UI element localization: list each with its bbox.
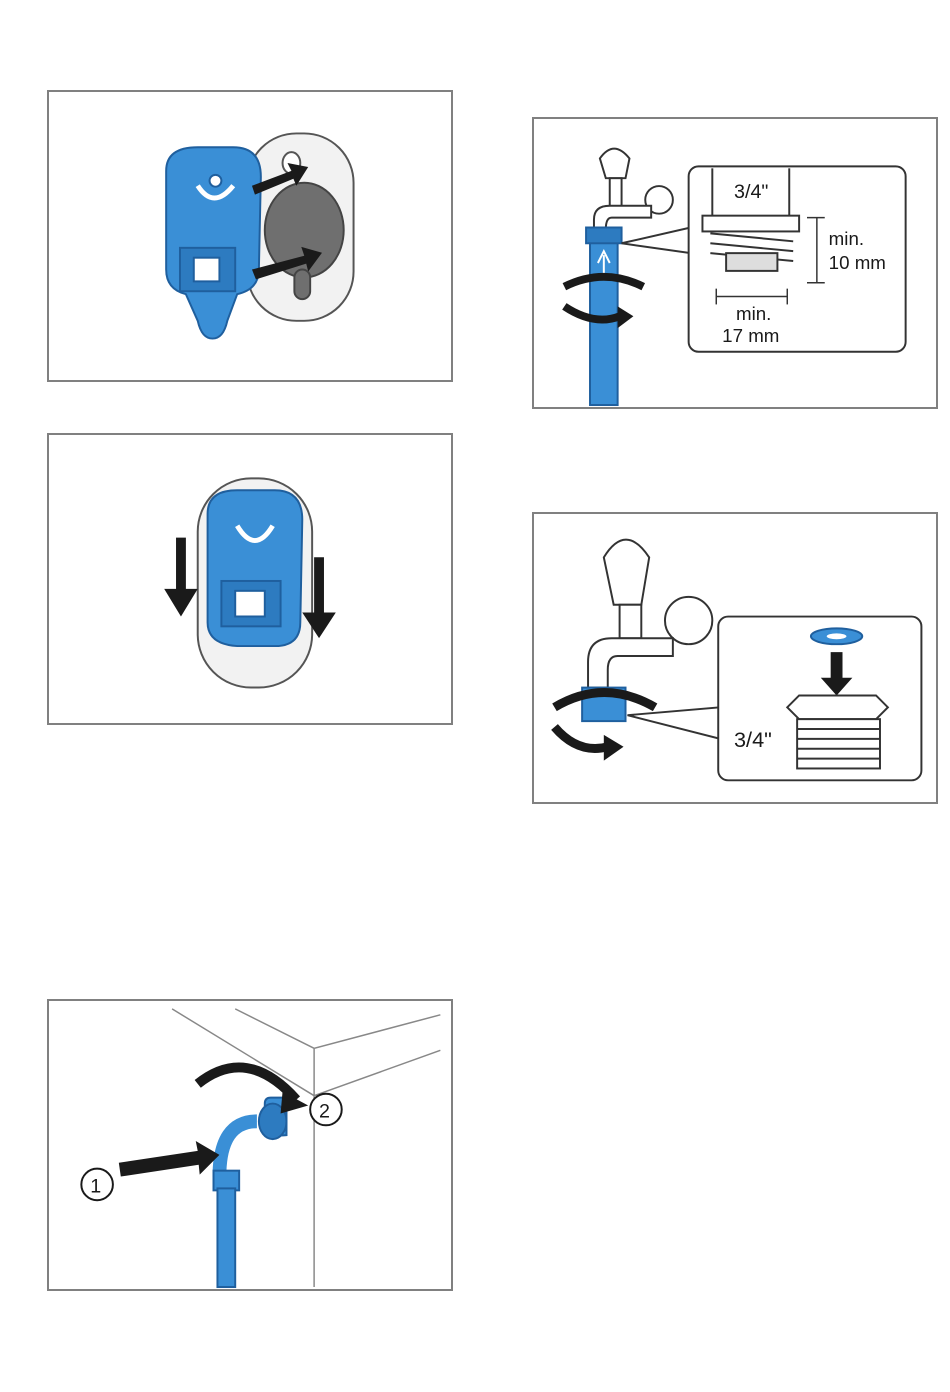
min-width-label-1: min. bbox=[736, 303, 771, 324]
push-down-drawing bbox=[49, 435, 451, 723]
fitting-thread bbox=[797, 719, 880, 768]
tap-spout bbox=[588, 638, 673, 687]
rotate-arrow-head bbox=[604, 735, 624, 761]
pipe-end bbox=[726, 253, 777, 271]
washer-hole bbox=[827, 633, 847, 639]
tap-handle bbox=[600, 149, 630, 179]
cap-square-hole bbox=[235, 591, 265, 617]
wall-flange bbox=[665, 597, 712, 644]
holder-slot bbox=[294, 270, 310, 300]
min-width-label-2: 17 mm bbox=[722, 325, 779, 346]
tap-dimensions-drawing: 3/4" min. 10 mm min. 17 mm bbox=[534, 119, 936, 407]
insert-cap-drawing bbox=[49, 92, 451, 380]
min-height-label-1: min. bbox=[829, 228, 864, 249]
thread-size-label: 3/4" bbox=[734, 727, 772, 752]
rotate-arrow bbox=[198, 1067, 297, 1099]
illustration-tap-dimensions: 3/4" min. 10 mm min. 17 mm bbox=[532, 117, 938, 409]
cap-ring bbox=[210, 175, 222, 187]
arrow-left-down bbox=[164, 538, 198, 617]
hose-elbow bbox=[219, 1121, 256, 1176]
rotate-arrow-head bbox=[618, 306, 634, 328]
cap-square-hole bbox=[194, 258, 220, 282]
connect-hose-drawing: 1 2 bbox=[49, 1001, 451, 1289]
illustration-connect-hose: 1 2 bbox=[47, 999, 453, 1291]
step-2-label: 2 bbox=[319, 1100, 330, 1122]
tap-stem bbox=[620, 605, 642, 639]
hose-nut bbox=[586, 227, 622, 243]
illustration-insert-cap bbox=[47, 90, 453, 382]
pipe-nut bbox=[702, 216, 799, 232]
machine-outline bbox=[172, 1009, 440, 1287]
illustration-tap-washer: 3/4" bbox=[532, 512, 938, 804]
step-1-label: 1 bbox=[90, 1175, 101, 1197]
illustration-push-down bbox=[47, 433, 453, 725]
rotate-arrow-bottom bbox=[555, 727, 608, 748]
tap-handle bbox=[604, 540, 649, 605]
push-arrow bbox=[119, 1141, 220, 1177]
tap-stem bbox=[610, 178, 622, 208]
tap-washer-drawing: 3/4" bbox=[534, 514, 936, 802]
thread-size-label: 3/4" bbox=[734, 181, 768, 203]
callout-pointer bbox=[622, 227, 691, 253]
min-height-label-2: 10 mm bbox=[829, 252, 886, 273]
callout-pointer bbox=[627, 707, 720, 739]
fitting-nut bbox=[787, 695, 888, 719]
blue-hose bbox=[217, 1188, 235, 1287]
